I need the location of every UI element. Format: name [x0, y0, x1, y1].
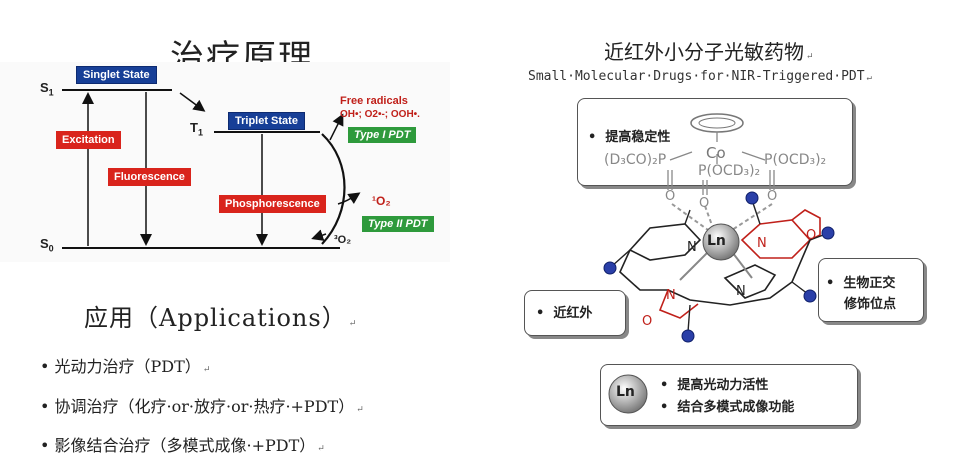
nitrogen-label: N	[687, 240, 697, 255]
t1-label: T1	[190, 120, 203, 138]
nitrogen-label: N	[757, 236, 767, 251]
jablonski-diagram	[0, 62, 450, 262]
application-item: • 协调治疗（化疗·or·放疗·or·热疗·+PDT）↵	[40, 397, 364, 416]
s0-label: S0	[40, 236, 54, 254]
stability-text: • 提高稳定性	[588, 130, 671, 145]
right-phosphite-label: P(OCD₃)₂	[764, 152, 827, 168]
imaging-text: • 结合多模式成像功能	[660, 400, 795, 415]
stability-callout	[577, 98, 853, 186]
ln-icon-label: Ln	[616, 384, 635, 400]
pdt-activity-text: • 提高光动力活性	[660, 378, 769, 393]
applications-title: 应用（Applications）↵	[84, 304, 358, 332]
singlet-oxygen-label: ¹O₂	[372, 194, 391, 208]
nitrogen-label: N	[666, 288, 676, 303]
right-subtitle: Small·Molecular·Drugs·for·NIR-Triggered·…	[528, 69, 872, 84]
s1-label: S1	[40, 80, 54, 98]
nir-text: • 近红外	[536, 306, 593, 321]
oxygen-label: O	[767, 189, 778, 204]
nir-callout	[524, 290, 626, 336]
lanthanide-label: Ln	[707, 233, 726, 249]
triplet-oxygen-label: ³O₂	[334, 234, 352, 246]
oxygen-label: O	[806, 228, 817, 243]
nitrogen-label: N	[736, 284, 746, 299]
fluorescence-label: Fluorescence	[108, 168, 191, 186]
oxygen-label: O	[665, 189, 676, 204]
application-item: • 影像结合治疗（多模式成像·+PDT）↵	[40, 436, 325, 455]
application-item: • 光动力治疗（PDT）↵	[40, 357, 211, 376]
bioorthogonal-callout	[818, 258, 924, 322]
type1-pdt-label: Type I PDT	[348, 127, 417, 143]
free-radicals-title: Free radicals	[340, 95, 408, 107]
right-title: 近红外小分子光敏药物↵	[604, 40, 814, 64]
ln-sphere-icon	[608, 374, 648, 414]
middle-phosphite-label: P(OCD₃)₂	[698, 163, 761, 179]
bioorthogonal-text-line1: • 生物正交	[826, 276, 896, 291]
free-radicals-species: OH•; O2•-; OOH•.	[340, 109, 420, 120]
molecule-structure	[603, 113, 835, 343]
excitation-label: Excitation	[56, 131, 121, 149]
singlet-state-label: Singlet State	[76, 66, 157, 84]
bioorthogonal-text-line2: 修饰位点	[844, 297, 897, 312]
oxygen-label: O	[642, 314, 653, 329]
triplet-state-label: Triplet State	[228, 112, 305, 130]
cobalt-label: Co	[706, 144, 726, 162]
phosphorescence-label: Phosphorescence	[219, 195, 326, 213]
type2-pdt-label: Type II PDT	[362, 216, 434, 232]
oxygen-label: O	[699, 196, 710, 211]
left-phosphite-label: (D₃CO)₂P	[604, 152, 667, 168]
